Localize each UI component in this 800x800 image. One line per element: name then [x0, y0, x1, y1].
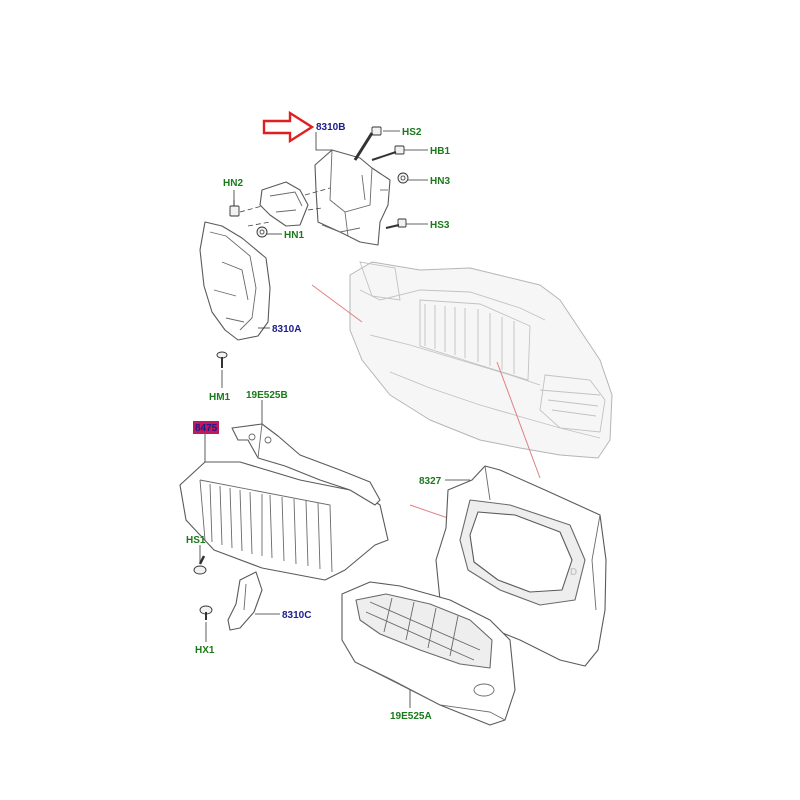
bracket-8310C	[227, 571, 263, 631]
leader-lines	[199, 130, 470, 708]
label-HB1: HB1	[430, 146, 450, 157]
assembled-front-end	[349, 261, 613, 459]
nut-HN1	[256, 226, 268, 238]
label-8310C: 8310C	[282, 610, 311, 621]
label-HN1: HN1	[284, 230, 304, 241]
label-HS3: HS3	[430, 220, 450, 231]
shutter-slats-faint	[424, 304, 515, 374]
clip-HN2	[229, 200, 240, 217]
label-HN2: HN2	[223, 178, 243, 189]
label-8475: 8475	[195, 423, 218, 434]
label-8310B: 8310B	[316, 122, 345, 133]
bracket-8310B	[314, 149, 391, 246]
label-HX1: HX1	[195, 645, 215, 656]
label-HN3: HN3	[430, 176, 450, 187]
label-8327: 8327	[419, 476, 442, 487]
mount-bracket	[259, 181, 309, 227]
screw-HS3	[385, 218, 407, 229]
seal-19E525A	[341, 581, 516, 726]
deflector-8310A	[199, 221, 271, 341]
shutter-slats	[209, 483, 321, 570]
screw-HM1	[216, 351, 228, 368]
label-19E525B: 19E525B	[246, 390, 288, 401]
bolt-HS2	[353, 126, 382, 161]
grille-shutter-8475	[179, 461, 389, 581]
screw-HS1	[193, 555, 207, 575]
label-HS1: HS1	[186, 535, 206, 546]
nut-HN3	[397, 172, 409, 184]
label-8310A: 8310A	[272, 324, 301, 335]
bolt-HB1	[371, 145, 405, 161]
duct-grid	[365, 597, 481, 661]
red-outline-arrow-icon	[262, 110, 315, 144]
label-HM1: HM1	[209, 392, 231, 403]
label-D: D	[570, 567, 577, 578]
part-labels: 8310B HS2 HB1 HN3 HN2 HS3 HN1 8310A HM1 …	[186, 122, 577, 722]
seal-19E525B	[231, 423, 381, 506]
label-19E525A: 19E525A	[390, 711, 432, 722]
label-HS2: HS2	[402, 127, 422, 138]
screw-HX1	[199, 605, 213, 620]
label-highlight-8475	[193, 421, 219, 434]
